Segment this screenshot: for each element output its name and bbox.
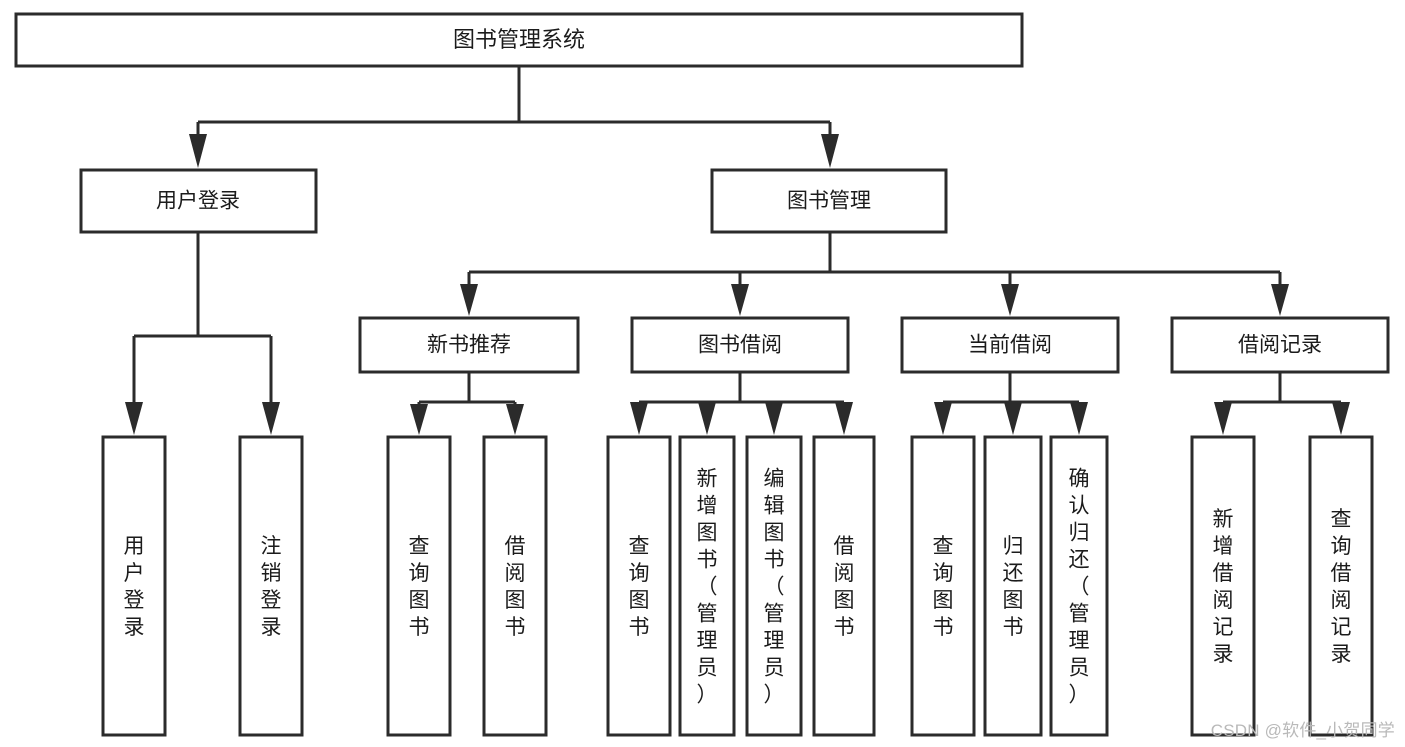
- arrow-head-leaf-add-book: [698, 402, 716, 435]
- arrow-head-leaf-edit-book: [765, 402, 783, 435]
- arrow-head-current-borrow: [1001, 284, 1019, 316]
- node-book-borrow[interactable]: 图书借阅: [630, 316, 850, 374]
- book-borrow-box[interactable]: [630, 316, 850, 374]
- leaf-box[interactable]: [910, 435, 976, 737]
- leaf-box[interactable]: [101, 435, 167, 737]
- arrow-head-borrow-record: [1271, 284, 1289, 316]
- arrow-head-leaf-user-login: [125, 402, 143, 435]
- leaf-node[interactable]: 用户登录: [101, 435, 167, 737]
- node-root-system[interactable]: 图书管理系统: [14, 12, 1024, 68]
- leaf-box[interactable]: [386, 435, 452, 737]
- leaf-node[interactable]: 借阅图书: [812, 435, 876, 737]
- leaf-box[interactable]: [745, 435, 803, 737]
- leaf-label: 查询借阅记录: [1331, 508, 1352, 666]
- arrow-head-leaf-query-book-2: [630, 402, 648, 435]
- leaf-label: 查询图书: [409, 535, 430, 639]
- leaf-node[interactable]: 新增图书（管理员）: [678, 435, 736, 737]
- node-user-login[interactable]: 用户登录: [79, 168, 318, 234]
- leaf-label: 借阅图书: [505, 535, 526, 639]
- root-box[interactable]: [14, 12, 1024, 68]
- leaf-label: 注销登录: [261, 535, 282, 639]
- arrow-head-leaf-add-record: [1214, 402, 1232, 435]
- arrow-head-leaf-query-record: [1332, 402, 1350, 435]
- leaf-label: 查询图书: [629, 535, 650, 639]
- leaf-label: 用户登录: [124, 535, 145, 639]
- leaf-node-layer: 用户登录 注销登录 查询图书 借阅图书 查询图书 新增图书（管理员） 编辑图书（管理员） 借阅…: [101, 435, 1374, 737]
- leaf-box[interactable]: [983, 435, 1043, 737]
- watermark-text: CSDN @软件_小贺同学: [1210, 721, 1395, 740]
- leaf-node[interactable]: 借阅图书: [482, 435, 548, 737]
- arrow-head-leaf-borrow-book-2: [835, 402, 853, 435]
- leaf-box[interactable]: [1308, 435, 1374, 737]
- user-login-box[interactable]: [79, 168, 318, 234]
- leaf-label: 编辑图书（管理员）: [764, 468, 785, 707]
- leaf-box[interactable]: [238, 435, 304, 737]
- node-new-book-recommend[interactable]: 新书推荐: [358, 316, 580, 374]
- node-book-management[interactable]: 图书管理: [710, 168, 948, 234]
- arrow-head-book-mgmt: [821, 134, 839, 168]
- leaf-label: 新增图书（管理员）: [697, 468, 718, 707]
- leaf-label: 查询图书: [933, 535, 954, 639]
- leaf-box[interactable]: [1190, 435, 1256, 737]
- node-current-borrow[interactable]: 当前借阅: [900, 316, 1120, 374]
- borrow-record-label: 借阅记录: [1238, 334, 1322, 357]
- leaf-label: 确认归还（管理员）: [1069, 468, 1090, 707]
- leaf-node[interactable]: 查询图书: [386, 435, 452, 737]
- arrow-head-leaf-borrow-book-1: [506, 404, 524, 435]
- leaf-box[interactable]: [678, 435, 736, 737]
- leaf-label: 新增借阅记录: [1213, 508, 1234, 666]
- arrow-head-book-borrow: [731, 284, 749, 316]
- arrow-head-user-login: [189, 134, 207, 168]
- root-label: 图书管理系统: [453, 27, 585, 52]
- leaf-box[interactable]: [482, 435, 548, 737]
- leaf-node[interactable]: 编辑图书（管理员）: [745, 435, 803, 737]
- leaf-node[interactable]: 确认归还（管理员）: [1049, 435, 1109, 737]
- book-management-box[interactable]: [710, 168, 948, 234]
- new-book-recommend-label: 新书推荐: [427, 334, 511, 357]
- new-book-recommend-box[interactable]: [358, 316, 580, 374]
- current-borrow-label: 当前借阅: [968, 334, 1052, 357]
- arrow-head-leaf-return-book: [1004, 402, 1022, 435]
- arrow-head-leaf-confirm-return: [1070, 402, 1088, 435]
- leaf-node[interactable]: 查询图书: [910, 435, 976, 737]
- borrow-record-box[interactable]: [1170, 316, 1390, 374]
- arrow-head-leaf-logout: [262, 402, 280, 435]
- leaf-node[interactable]: 注销登录: [238, 435, 304, 737]
- leaf-box[interactable]: [1049, 435, 1109, 737]
- user-login-label: 用户登录: [156, 190, 240, 213]
- leaf-box[interactable]: [606, 435, 672, 737]
- book-management-label: 图书管理: [787, 190, 871, 213]
- leaf-node[interactable]: 查询图书: [606, 435, 672, 737]
- leaf-label: 借阅图书: [834, 535, 855, 639]
- node-borrow-record[interactable]: 借阅记录: [1170, 316, 1390, 374]
- leaf-node[interactable]: 新增借阅记录: [1190, 435, 1256, 737]
- arrow-head-leaf-query-book-3: [934, 402, 952, 435]
- connector-layer: [125, 66, 1350, 435]
- arrow-head-new-book-rec: [460, 284, 478, 316]
- leaf-node[interactable]: 归还图书: [983, 435, 1043, 737]
- leaf-node[interactable]: 查询借阅记录: [1308, 435, 1374, 737]
- current-borrow-box[interactable]: [900, 316, 1120, 374]
- leaf-box[interactable]: [812, 435, 876, 737]
- leaf-label: 归还图书: [1003, 535, 1024, 639]
- book-borrow-label: 图书借阅: [698, 334, 782, 357]
- arrow-head-leaf-query-book-1: [410, 404, 428, 435]
